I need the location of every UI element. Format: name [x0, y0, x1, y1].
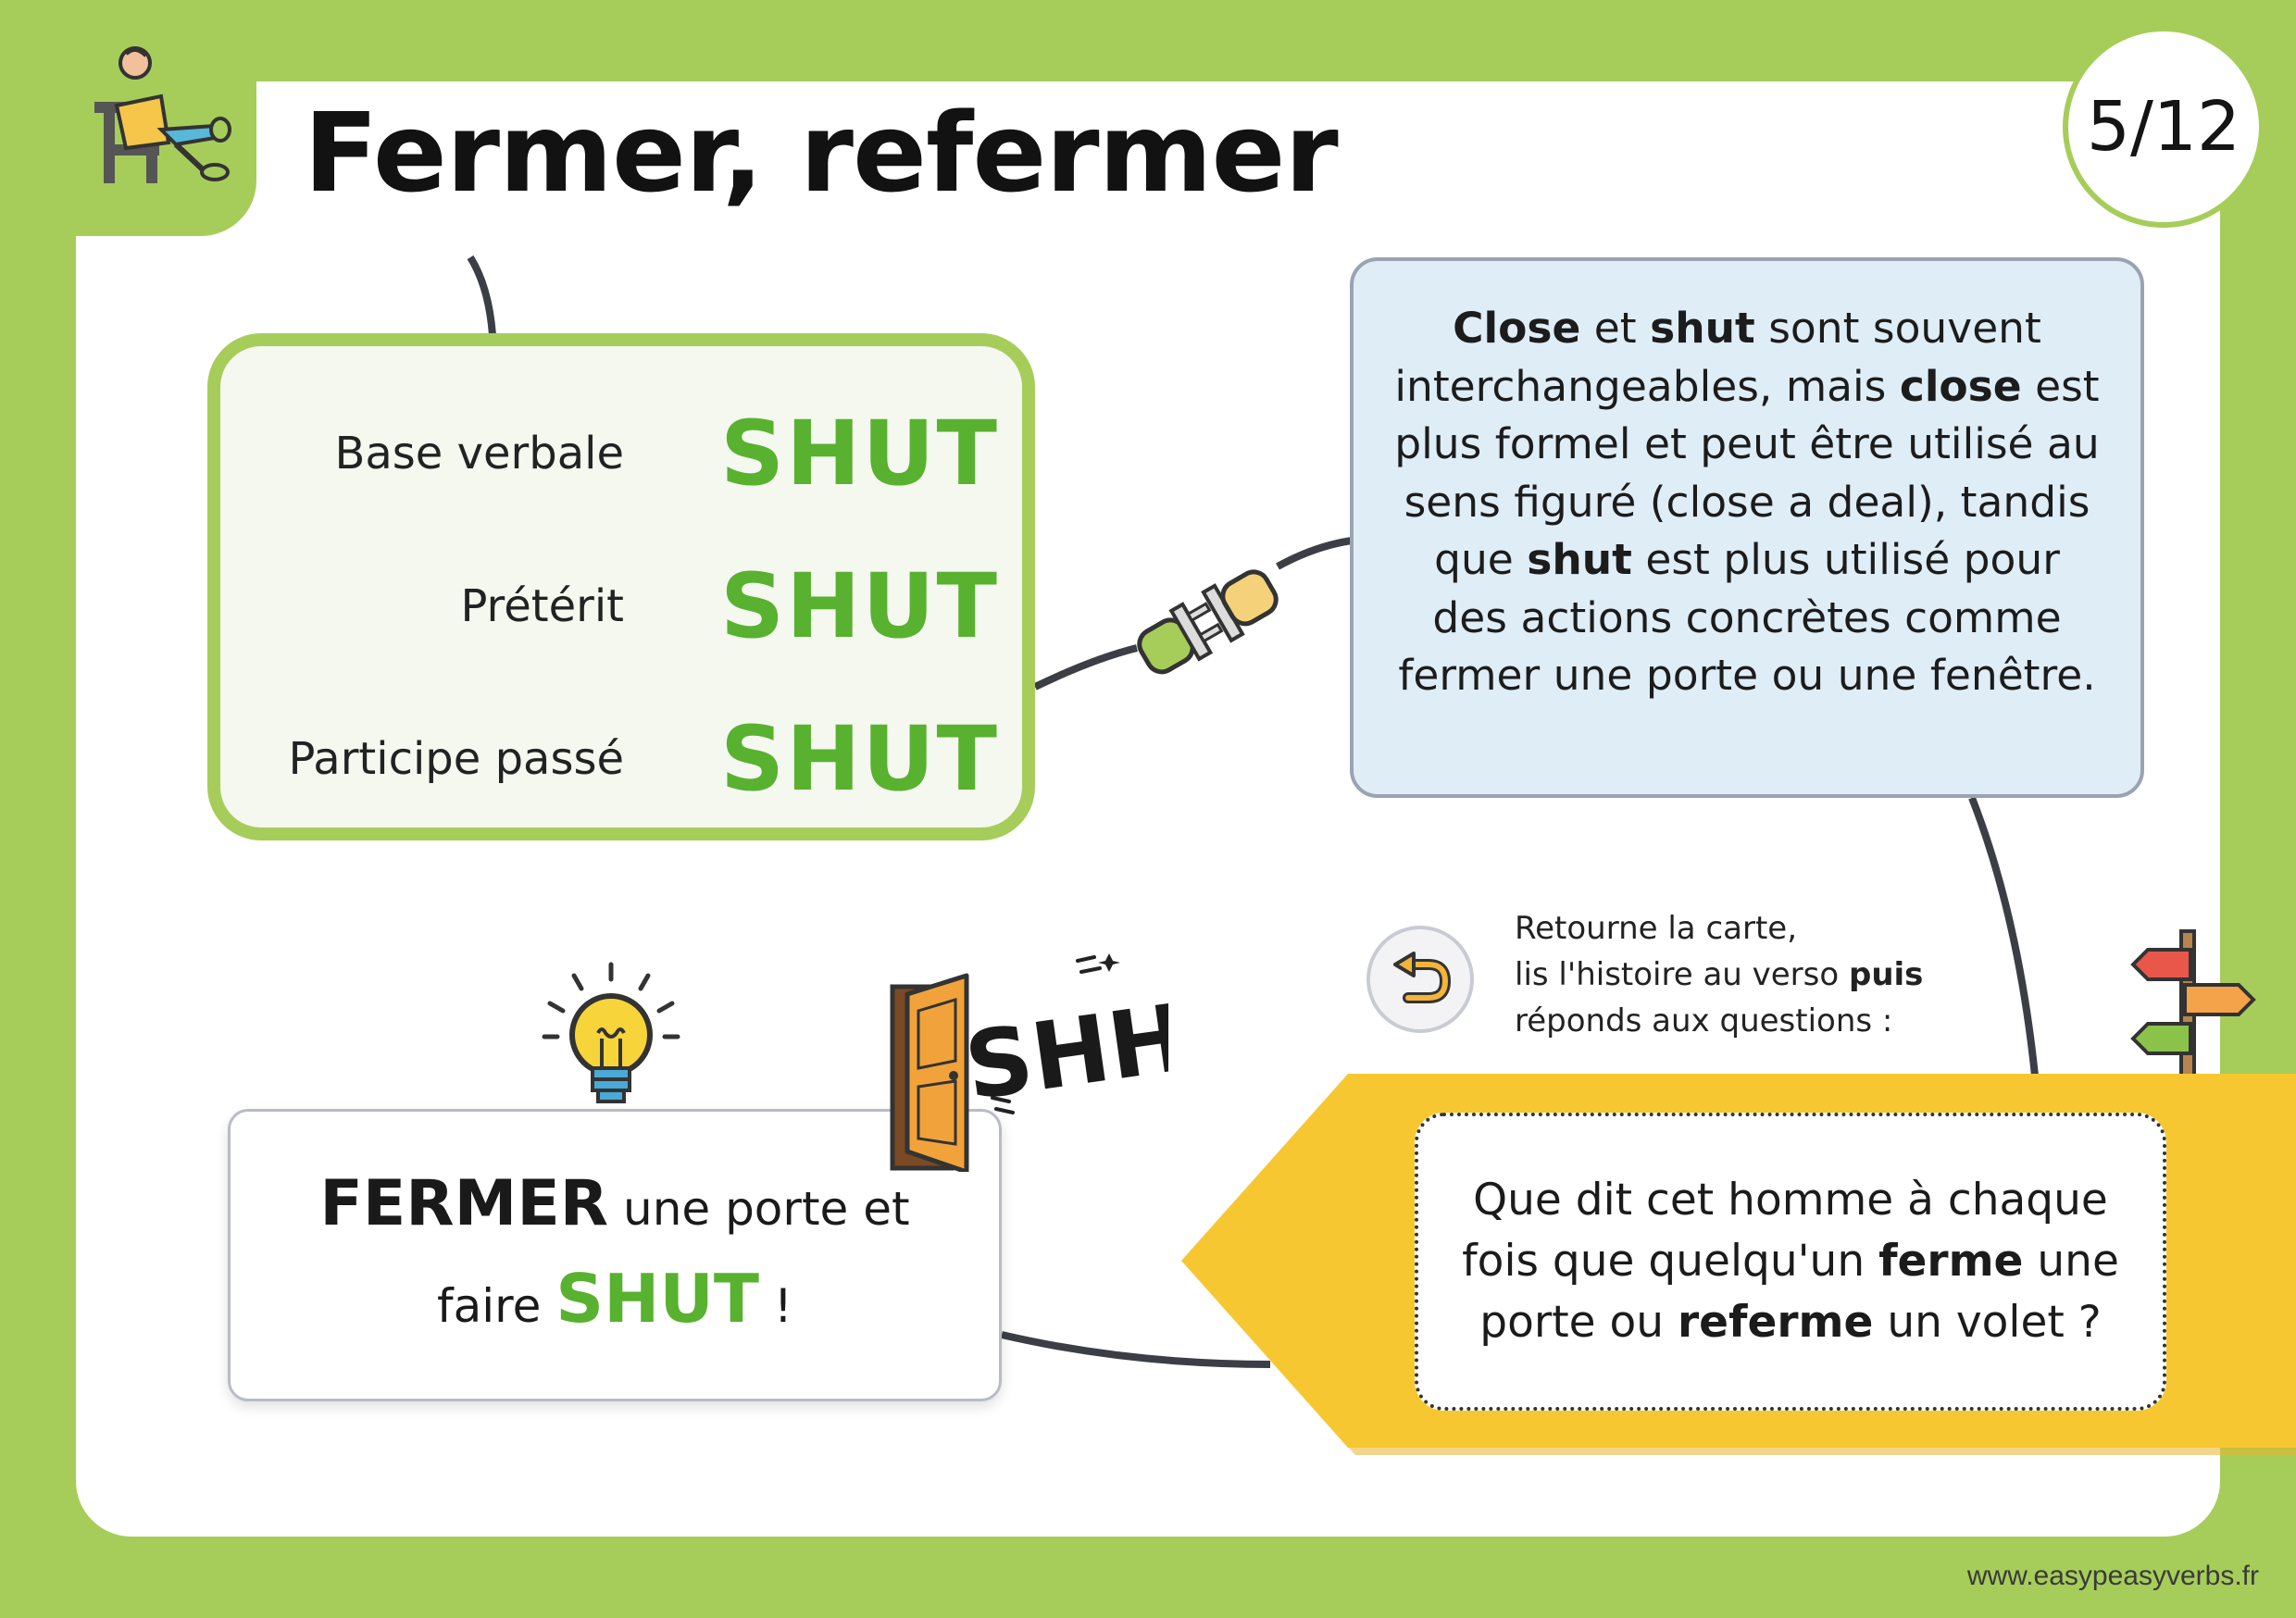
- instruction-line-2: lis l'histoire au verso puis: [1515, 952, 1923, 998]
- flip-card-button[interactable]: [1366, 926, 1474, 1033]
- example-box: FERMER une porte et faire SHUT !: [228, 1109, 1002, 1401]
- note-segment: Close: [1453, 304, 1581, 353]
- usage-note-box: Close et shut sont souvent interchangeab…: [1350, 257, 2144, 798]
- question-box: Que dit cet homme à chaque fois que quel…: [1415, 1113, 2166, 1411]
- conjugation-label: Prétérit: [460, 580, 624, 632]
- conjugation-label: Participe passé: [288, 733, 624, 785]
- conjugation-value: SHUT: [720, 707, 999, 811]
- note-segment: est plus utilisé pour des actions concrè…: [1398, 535, 2096, 700]
- example-text: !: [759, 1279, 792, 1333]
- note-segment: sont souvent interchangeables, mais: [1394, 304, 2041, 411]
- plug-icon: [1137, 569, 1279, 675]
- instruction-line-1: Retourne la carte,: [1515, 910, 1798, 947]
- conjugation-box: Base verbale SHUT Prétérit SHUT Particip…: [207, 333, 1035, 840]
- question-segment: Que dit cet homme à chaque fois que quel…: [1462, 1175, 2108, 1287]
- instruction-line-2-bold: puis: [1848, 956, 1924, 993]
- conjugation-row-participle: Participe passé SHUT: [220, 685, 1022, 833]
- conjugation-value: SHUT: [720, 554, 999, 658]
- note-segment: est plus formel et peut être utilisé au …: [1394, 361, 2100, 585]
- open-door-icon: [890, 973, 969, 1172]
- example-line-1: FERMER une porte et: [231, 1167, 999, 1240]
- note-segment: shut: [1650, 304, 1755, 353]
- conjugation-row-base: Base verbale SHUT: [220, 380, 1022, 528]
- return-arrow-icon: [1393, 952, 1452, 1003]
- footer-url[interactable]: www.easypeasyverbs.fr: [1966, 1561, 2259, 1591]
- instruction-line-2-text: lis l'histoire au verso: [1515, 956, 1849, 993]
- example-text: faire: [437, 1279, 556, 1333]
- conjugation-value: SHUT: [720, 402, 999, 505]
- shh-text: SHH!: [959, 977, 1168, 1114]
- example-line-2: faire SHUT !: [231, 1260, 999, 1338]
- page-title: Fermer, refermer: [304, 89, 1339, 217]
- question-segment: ferme: [1878, 1236, 2024, 1287]
- question-text: Que dit cet homme à chaque fois que quel…: [1437, 1170, 2144, 1353]
- signpost-icon: [2130, 929, 2256, 1085]
- question-segment: une porte ou: [1479, 1236, 2119, 1348]
- logo-tab: [0, 0, 256, 236]
- example-verb: FERMER: [319, 1167, 609, 1240]
- shh-sticker-icon: SHH!: [959, 953, 1168, 1114]
- page-counter: 5/12: [2063, 26, 2265, 228]
- question-segment: referme: [1677, 1297, 1874, 1348]
- conjugation-row-preterit: Prétérit SHUT: [220, 532, 1022, 680]
- instruction-text: Retourne la carte, lis l'histoire au ver…: [1515, 905, 1923, 1044]
- note-segment: close: [1899, 361, 2022, 411]
- person-relaxing-icon: [94, 46, 231, 183]
- note-segment: shut: [1527, 535, 1632, 584]
- example-shut: SHUT: [555, 1260, 759, 1338]
- conjugation-label: Base verbale: [334, 428, 624, 479]
- instruction-line-3: réponds aux questions :: [1515, 1002, 1893, 1039]
- question-segment: un volet ?: [1873, 1297, 2102, 1348]
- lightbulb-icon: [542, 962, 680, 1103]
- note-segment: et: [1580, 304, 1651, 353]
- title-tab: [256, 81, 1367, 239]
- example-text: une porte et: [608, 1182, 910, 1236]
